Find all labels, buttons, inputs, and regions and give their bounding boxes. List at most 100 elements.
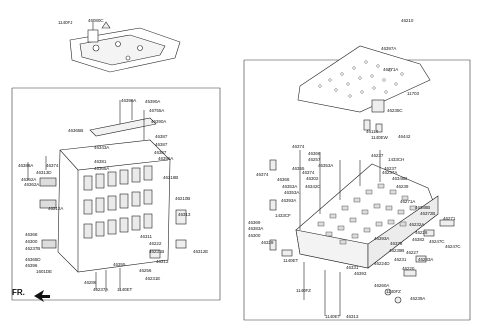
part-number-label: 46365D — [25, 257, 41, 262]
part-number-label: 46755A — [149, 108, 165, 113]
part-number-label: 46383A — [248, 226, 264, 231]
part-number-label: 1140EW — [371, 135, 388, 140]
part-number-label: 46313 — [178, 212, 191, 217]
part-number-label: 46271 — [443, 216, 456, 221]
part-number-label: 46374 — [46, 163, 59, 168]
part-number-label: 46353A — [282, 184, 298, 189]
part-number-label: 46390A — [151, 119, 167, 124]
part-number-label: 46365A — [94, 166, 110, 171]
part-number-label: 1140ET — [325, 314, 341, 319]
part-number-label: 46247C — [429, 239, 445, 244]
part-number-label: 46235C — [387, 108, 403, 113]
part-number-label: 46366 — [308, 151, 321, 156]
part-number-label: 46393A — [281, 198, 297, 203]
part-number-label: 46312E — [193, 249, 209, 254]
part-number-label: 46355 — [292, 166, 305, 171]
part-number-label: 46260A — [374, 283, 390, 288]
part-number-label: 46387 — [155, 134, 168, 139]
part-number-label: 46374 — [302, 170, 315, 175]
part-number-label: 46374 — [292, 144, 305, 149]
part-number-label: 1140ET — [117, 287, 133, 292]
part-number-label: 46237A — [382, 170, 398, 175]
part-number-label: 46210B — [175, 196, 191, 201]
part-number-label: 46231 — [394, 257, 407, 262]
part-number-label: 46283A — [418, 257, 434, 262]
part-number-label: 46237 — [371, 153, 384, 158]
part-number-label: 46388A — [18, 163, 34, 168]
part-number-label: 46257 — [308, 157, 321, 162]
part-number-label: 46369 — [248, 220, 261, 225]
part-number-label: 46353A — [284, 190, 300, 195]
part-number-label: 46343A — [94, 145, 110, 150]
part-number-label: 46224D — [374, 261, 390, 266]
front-label: FR. — [12, 288, 25, 297]
part-number-label: 46353A — [318, 163, 334, 168]
part-number-label: 46311 — [140, 234, 152, 239]
part-number-label: 46366 — [277, 177, 290, 182]
part-number-label: 46237B — [25, 246, 41, 251]
part-number-label: 46313 — [346, 314, 359, 319]
left-valve-body — [27, 100, 187, 292]
part-number-label: 11703 — [407, 91, 419, 96]
part-number-label: 46381 — [94, 159, 107, 164]
part-number-label: 46396 — [25, 263, 38, 268]
part-number-label: 46114 — [366, 129, 378, 134]
part-number-label: 46227 — [406, 250, 419, 255]
part-number-label: 46387 — [155, 142, 168, 147]
part-number-label: 46247C — [445, 244, 461, 249]
part-number-label: 46329 — [261, 240, 274, 245]
part-number-label: 46393 — [354, 271, 367, 276]
part-number-label: 46378 — [390, 241, 403, 246]
part-number-label: 46313 — [156, 259, 169, 264]
part-number-label: 46220 — [402, 266, 415, 271]
part-number-label: 1140FZ — [296, 288, 311, 293]
part-number-label: 1433CF — [275, 213, 291, 218]
part-number-label: 1601DE — [36, 269, 53, 274]
part-number-label: 45390A — [145, 99, 161, 104]
part-number-label: 46226 — [415, 230, 428, 235]
part-number-label: 46342C — [305, 184, 321, 189]
part-number-label: 46362A — [24, 182, 40, 187]
part-number-label: 46312A — [48, 206, 64, 211]
part-number-label: 46222 — [149, 241, 162, 246]
part-number-label: 46286 — [84, 280, 97, 285]
part-number-label: 46210 — [401, 18, 414, 23]
part-number-label: 46271A — [400, 199, 416, 204]
part-number-label: 46239A — [410, 296, 426, 301]
part-number-label: 46331 — [346, 265, 359, 270]
part-number-label: 46387 — [154, 150, 167, 155]
part-number-label: 46218B — [163, 175, 179, 180]
part-number-label: 46388B — [415, 205, 431, 210]
part-number-label: 46237A — [93, 287, 109, 292]
part-number-label: 46302 — [306, 176, 319, 181]
left-group-frame — [11, 87, 221, 301]
part-number-label: 46382 — [412, 237, 425, 242]
part-number-label: 46080C — [88, 18, 104, 23]
part-number-label: 46374 — [256, 172, 269, 177]
part-number-label: 46397A — [381, 46, 397, 51]
part-number-label: 46362A — [21, 177, 37, 182]
part-number-label: 46390A — [121, 98, 137, 103]
front-arrow-icon — [34, 290, 50, 302]
part-number-label: 46348B — [392, 176, 408, 181]
part-number-label: 46256 — [139, 268, 152, 273]
part-number-label: 46271A — [383, 67, 399, 72]
part-number-label: 46313D — [36, 170, 52, 175]
part-number-label: 46372B — [420, 211, 436, 216]
part-number-label: 46355 — [113, 262, 126, 267]
part-number-label: 1140FJ — [58, 20, 73, 25]
right-valve-body — [269, 150, 455, 316]
part-number-label: 46442 — [398, 134, 411, 139]
part-number-label: 1140FZ — [386, 289, 401, 294]
part-number-label: 46395A — [158, 156, 174, 161]
part-number-label: 1140ET — [283, 258, 299, 263]
right-separator-plate — [297, 45, 431, 133]
part-number-label: 46231B — [149, 249, 165, 254]
upper-bracket — [69, 21, 181, 73]
part-number-label: 46300 — [248, 233, 261, 238]
part-number-label: 46239B — [389, 248, 405, 253]
part-number-label: 46239 — [396, 184, 409, 189]
part-number-label: 46231E — [145, 276, 161, 281]
part-number-label: 46232A — [409, 222, 425, 227]
